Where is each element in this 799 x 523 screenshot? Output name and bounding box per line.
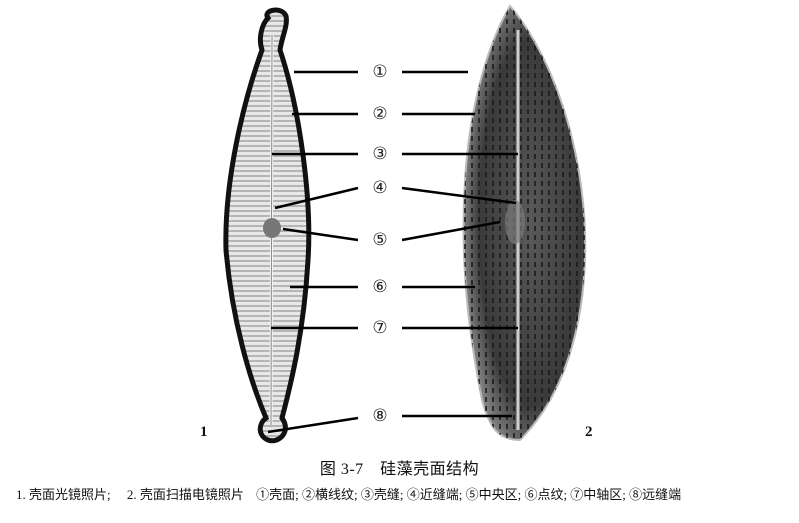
figure-caption: 1. 壳面光镜照片; 2. 壳面扫描电镜照片 ①壳面; ②横线纹; ③壳缝; ④… xyxy=(16,484,684,503)
panel-1-lm-valve xyxy=(223,7,312,444)
marker-1: ① xyxy=(372,62,388,82)
figure-title-text: 硅藻壳面结构 xyxy=(380,461,480,478)
marker-6: ⑥ xyxy=(372,277,388,297)
panel-1-label: 1 xyxy=(200,424,208,440)
figure-title: 图 3-7 硅藻壳面结构 xyxy=(0,455,799,479)
figure-number: 图 3-7 xyxy=(319,461,364,478)
marker-8: ⑧ xyxy=(372,406,388,426)
caption-panel-1: 1. 壳面光镜照片; xyxy=(16,487,111,502)
leader-lines xyxy=(267,70,518,434)
marker-7: ⑦ xyxy=(372,318,388,338)
marker-5: ⑤ xyxy=(372,230,388,250)
marker-3: ③ xyxy=(372,144,388,164)
marker-2: ② xyxy=(372,104,388,124)
caption-panel-2: 2. 壳面扫描电镜照片 xyxy=(126,487,244,502)
marker-4: ④ xyxy=(372,178,388,198)
panel-2-label: 2 xyxy=(585,424,593,440)
caption-legend: ①壳面; ②横线纹; ③壳缝; ④近缝端; ⑤中央区; ⑥点纹; ⑦中轴区; ⑧… xyxy=(256,487,682,502)
panel-2-sem-valve xyxy=(462,4,587,442)
